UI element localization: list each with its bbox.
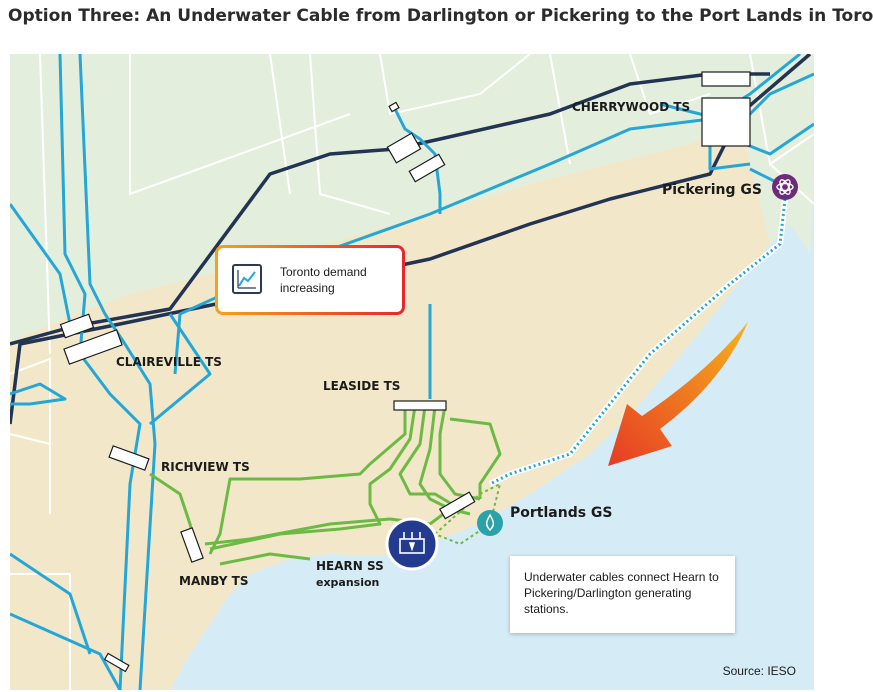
map: CHERRYWOOD TS Pickering GS CLAIREVILLE T…	[10, 54, 814, 690]
direction-arrow-icon	[608, 322, 748, 466]
substations	[59, 71, 751, 673]
nuclear-atom-icon	[776, 179, 794, 195]
blue-transmission-lines	[10, 54, 814, 690]
label-manby-ts: MANBY TS	[179, 574, 249, 588]
source-credit: Source: IESO	[722, 664, 796, 678]
label-cherrywood-ts: CHERRYWOOD TS	[572, 100, 691, 114]
label-portlands-gs: Portlands GS	[510, 505, 613, 521]
flame-drop-icon	[485, 513, 495, 532]
label-hearn-ss: HEARN SS	[316, 559, 384, 573]
label-richview-ts: RICHVIEW TS	[161, 460, 250, 474]
page-title: Option Three: An Underwater Cable from D…	[8, 6, 873, 26]
substation-icon	[399, 532, 425, 554]
label-pickering-gs: Pickering GS	[662, 182, 762, 198]
label-leaside-ts: LEASIDE TS	[323, 379, 401, 393]
label-hearn-expansion: expansion	[316, 576, 380, 589]
demand-callout: Toronto demand increasing	[215, 245, 405, 315]
pickering-badge	[772, 174, 798, 200]
callout-text: Toronto demand increasing	[280, 265, 367, 295]
hearn-badge	[385, 517, 439, 571]
portlands-badge	[477, 510, 503, 536]
trend-chart-icon	[232, 264, 262, 294]
label-claireville-ts: CLAIREVILLE TS	[116, 355, 222, 369]
cable-note: Underwater cables connect Hearn to Picke…	[510, 556, 735, 633]
